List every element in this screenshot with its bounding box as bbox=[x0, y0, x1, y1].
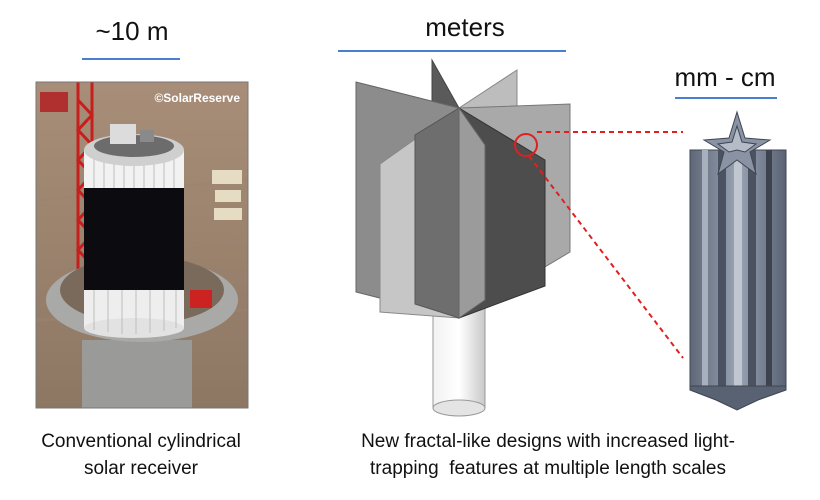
middle-scale-label: meters bbox=[425, 12, 505, 42]
middle-caption-line2: trapping features at multiple length sca… bbox=[370, 458, 726, 479]
middle-caption: New fractal-like designs with increased … bbox=[318, 428, 778, 482]
right-scale-underline bbox=[675, 97, 777, 99]
left-caption-line2: solar receiver bbox=[83, 458, 199, 479]
middle-caption-line1: New fractal-like designs with increased … bbox=[361, 431, 735, 452]
star-receiver bbox=[355, 58, 571, 417]
middle-scale-underline bbox=[338, 50, 566, 52]
left-scale-underline bbox=[82, 58, 180, 60]
zoom-line-bottom bbox=[528, 155, 684, 359]
right-scale-label: mm - cm bbox=[674, 62, 776, 92]
micro-star-receiver bbox=[689, 110, 787, 411]
receiver-photo bbox=[35, 81, 249, 409]
zoom-marker-circle bbox=[514, 133, 538, 157]
left-scale-label: ~10 m bbox=[95, 16, 169, 46]
left-caption-line1: Conventional cylindrical bbox=[41, 431, 241, 452]
photo-credit: ©SolarReserve bbox=[154, 91, 240, 105]
left-caption: Conventional cylindrical solar receiver bbox=[10, 428, 272, 482]
